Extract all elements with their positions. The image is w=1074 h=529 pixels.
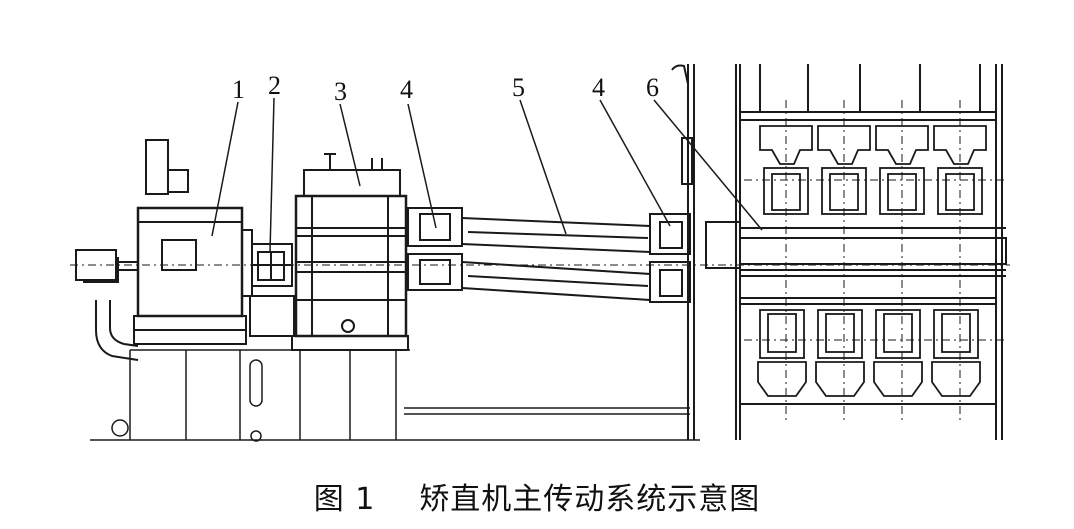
leader-6 [653, 99, 763, 231]
coupling [249, 243, 295, 337]
label-joint-right: 4 [592, 73, 605, 102]
leader-3 [339, 103, 361, 187]
figure-title: 矫直机主传动系统示意图 [419, 482, 761, 517]
leader-5 [519, 99, 567, 235]
leader-1 [211, 101, 239, 237]
label-motor: 1 [232, 75, 245, 104]
figure-caption: 图 1 矫直机主传动系统示意图 [0, 474, 1074, 518]
leader-4b [599, 99, 671, 227]
leader-4a [407, 103, 437, 229]
figure-number: 图 1 [313, 482, 376, 517]
stand-wall [671, 64, 1003, 440]
label-stand: 6 [646, 73, 659, 102]
motor [75, 139, 253, 361]
straightener-stand [705, 64, 1007, 405]
drive-system-drawing: 1 2 3 4 5 4 6 [70, 64, 1010, 442]
label-spindle: 5 [512, 73, 525, 102]
gearbox [291, 153, 409, 351]
label-gearbox: 3 [334, 77, 347, 106]
joint-right [649, 213, 691, 303]
label-joint-left: 4 [400, 75, 413, 104]
spindle [461, 217, 651, 302]
joint-left [407, 207, 463, 291]
leader-2 [269, 97, 275, 253]
foundation [90, 349, 700, 442]
label-coupling: 2 [268, 71, 281, 100]
